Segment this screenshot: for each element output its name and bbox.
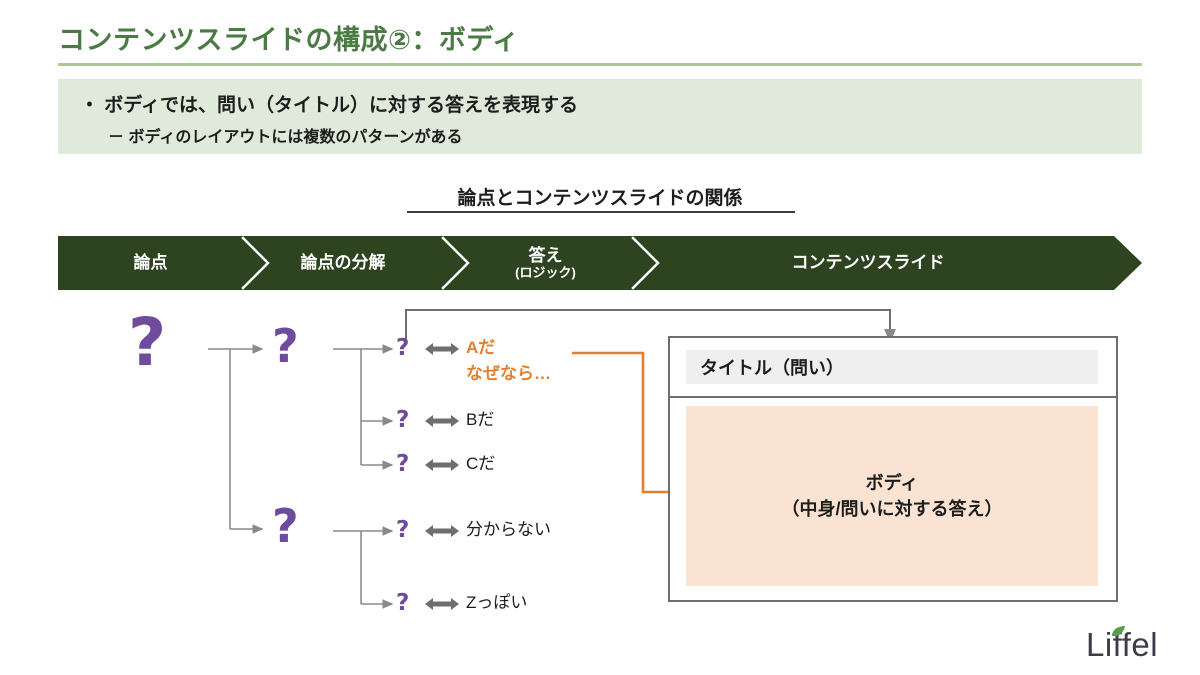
banner-step-1-label: 論点 [133,253,168,273]
leaf-icon [1112,626,1125,637]
banner-step-1: 論点 [58,236,243,290]
content-slide-card: タイトル（問い） ボディ （中身/問いに対する答え） [668,336,1118,602]
chevron-divider-1 [241,236,270,290]
card-body-area: ボディ （中身/問いに対する答え） [686,406,1098,586]
lead-bullet-secondary: － ボディのレイアウトには複数のパターンがある [108,129,463,146]
card-title-label: タイトル（問い） [700,358,844,378]
logo-wordmark: Liffel [1086,626,1159,663]
card-body-line1: ボディ [865,472,919,493]
question-mark-leaf-d: ? [396,517,410,543]
liffel-logo: Liffel [1086,626,1186,670]
section-heading-underline [407,211,795,213]
chevron-divider-3 [631,236,660,290]
banner-step-2: 論点の分解 [248,236,438,290]
process-banner: 論点 論点の分解 答え (ロジック) コンテンツスライド [58,236,1142,290]
banner-step-3: 答え (ロジック) [458,236,633,290]
section-heading: 論点とコンテンツスライドの関係 [457,188,743,209]
banner-step-3-label: 答え [528,245,563,265]
bidirectional-arrow-icon-d [425,525,459,537]
question-mark-root: ? [128,304,167,381]
question-mark-leaf-c: ? [396,451,410,477]
leaf-label-e: Zっぽい [466,593,528,612]
banner-step-3-sublabel: (ロジック) [515,264,576,280]
lead-bullet-primary: ・ ボディでは、問い（タイトル）に対する答えを表現する [80,95,578,116]
question-mark-leaf-b: ? [396,407,410,433]
bidirectional-arrow-icon-c [425,459,459,471]
lead-callout-box: ・ ボディでは、問い（タイトル）に対する答えを表現する － ボディのレイアウトに… [58,79,1142,154]
banner-shape [58,236,1142,290]
title-underline-rule [58,63,1142,66]
card-title-bar: タイトル（問い） [686,350,1098,384]
question-mark-leaf-e: ? [396,590,410,616]
card-divider [670,396,1116,398]
bidirectional-arrow-icon-b [425,415,459,427]
banner-step-2-label: 論点の分解 [300,253,386,273]
leaf-label-c: Cだ [466,454,496,473]
question-mark-branch-2: ? [272,499,299,553]
leaf-label-d: 分からない [466,520,551,539]
leaf-label-b: Bだ [466,410,495,429]
question-mark-branch-1: ? [272,319,299,373]
bidirectional-arrow-icon-e [425,598,459,610]
bidirectional-arrow-icon-a [425,343,459,355]
banner-step-4-label: コンテンツスライド [791,253,945,273]
chevron-divider-2 [441,236,470,290]
card-body-line2: （中身/問いに対する答え） [781,499,1003,519]
question-mark-leaf-a: ? [396,335,410,361]
leaf-label-a-line1: Aだ [466,338,496,357]
page-title: コンテンツスライドの構成②：ボディ [58,25,520,55]
banner-step-4: コンテンツスライド [658,236,1078,290]
leaf-label-a-line2: なぜなら… [466,364,551,383]
